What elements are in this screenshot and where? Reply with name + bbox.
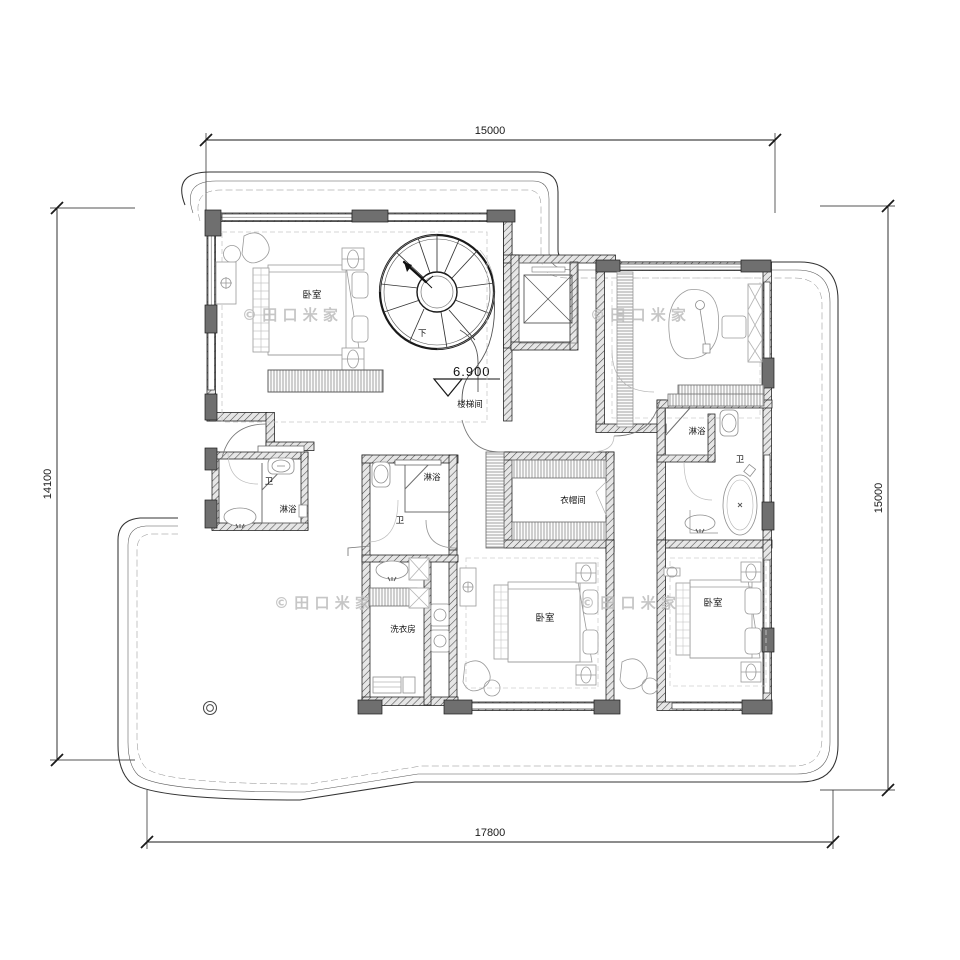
columns — [204, 209, 775, 715]
dimension-right-label: 15000 — [873, 483, 885, 514]
watermark: © 田 口 米 家 — [580, 594, 676, 612]
room-label-toilet-right: 卫 — [736, 455, 745, 465]
room-labels: 卧室 楼梯间 淋浴 卫 淋浴 卫 洗衣房 衣帽间 卧室 卧室 淋浴 卫 — [265, 289, 745, 635]
room-label-toilet-center: 卫 — [396, 516, 405, 526]
dimension-left-label: 14100 — [42, 469, 54, 500]
furniture-bedroom-tl — [215, 231, 488, 423]
room-label-bedroom-center: 卧室 — [535, 612, 554, 624]
room-label-bedroom-tl: 卧室 — [302, 289, 321, 301]
floor-drain-icon — [202, 700, 218, 716]
level-marker: 6.900 — [432, 364, 500, 397]
furniture-closet — [485, 435, 615, 549]
dimension-bottom-label: 17800 — [475, 827, 506, 839]
fixtures-bathroom-left — [223, 445, 308, 529]
watermarks: © 田 口 米 家 © 田 口 米 家 © 田 口 米 家 © 田 口 米 家 — [242, 306, 686, 612]
spiral-staircase: 下 — [378, 233, 496, 401]
dimension-top-label: 15000 — [475, 125, 506, 137]
room-label-shower-center: 淋浴 — [423, 472, 441, 483]
room-label-shower-right: 淋浴 — [688, 426, 706, 437]
fixtures-laundry — [368, 587, 450, 694]
furniture-bedroom-br — [619, 557, 767, 695]
room-label-shower-left: 淋浴 — [279, 504, 297, 515]
terrace-outline — [117, 171, 839, 801]
dimension-bottom: 17800 — [140, 790, 840, 849]
elevator-shaft — [523, 274, 573, 324]
level-value: 6.900 — [453, 364, 491, 379]
room-label-bedroom-br: 卧室 — [703, 597, 722, 609]
room-label-laundry: 洗衣房 — [390, 624, 416, 635]
fixtures-bathroom-right — [664, 393, 765, 536]
watermark: © 田 口 米 家 — [242, 306, 338, 324]
dimension-left: 14100 — [42, 201, 135, 767]
furniture-bedroom-center — [459, 557, 599, 697]
dimension-right: 15000 — [820, 199, 895, 797]
stair-direction-label: 下 — [418, 329, 427, 339]
door-swings — [221, 399, 661, 556]
room-label-toilet-left: 卫 — [265, 477, 274, 487]
room-label-closet: 衣帽间 — [560, 495, 586, 506]
room-label-stairwell: 楼梯间 — [457, 399, 483, 410]
fixtures-bathroom-center — [367, 459, 450, 582]
watermark: © 田 口 米 家 — [590, 306, 686, 324]
watermark: © 田 口 米 家 — [274, 594, 370, 612]
dimension-top: 15000 — [199, 125, 782, 213]
